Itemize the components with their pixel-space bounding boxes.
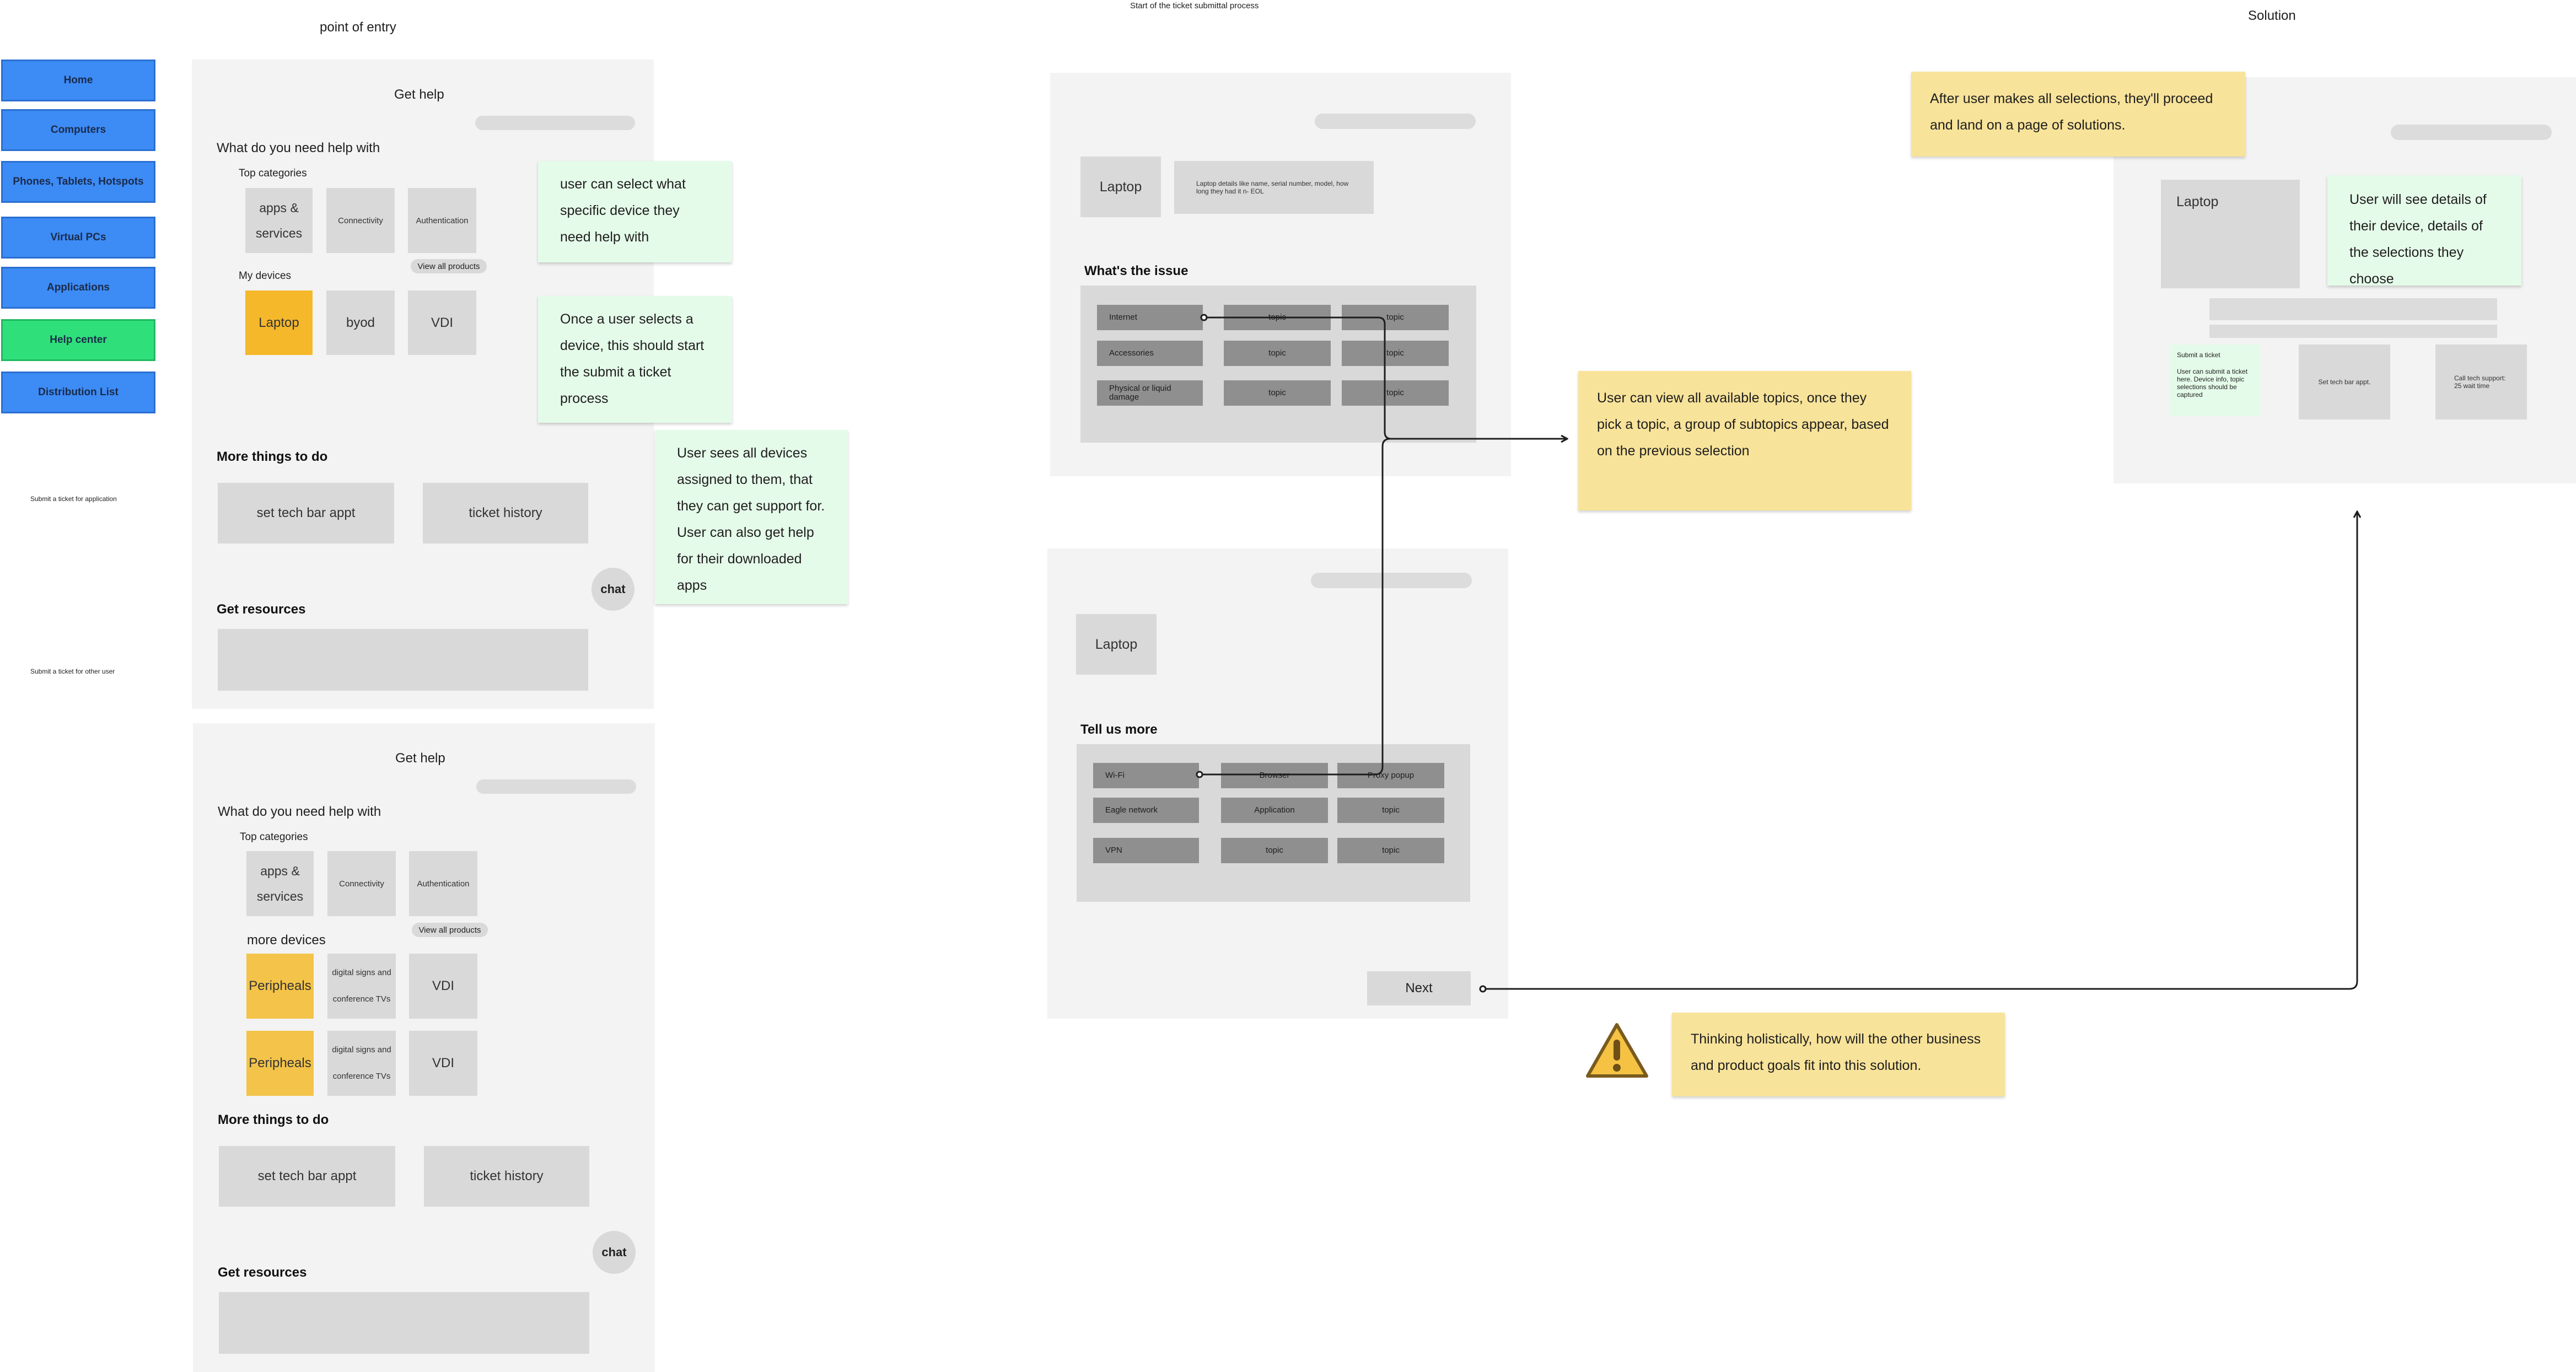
panel2-title: Get help — [395, 751, 445, 766]
panel2-chat-button[interactable]: chat — [593, 1231, 636, 1274]
issue-device-details: Laptop details like name, serial number,… — [1174, 161, 1374, 214]
tell-topic-eagle[interactable]: Eagle network — [1093, 798, 1199, 823]
solution-submit-ticket-card[interactable]: Submit a ticket User can submit a ticket… — [2169, 345, 2260, 416]
warning-icon — [1585, 1021, 1649, 1079]
note-after-selections: After user makes all selections, they'll… — [1911, 72, 2245, 157]
solution-search-bar[interactable] — [2391, 125, 2552, 140]
issue-topic-accessories[interactable]: Accessories — [1097, 341, 1203, 366]
panel1-question: What do you need help with — [217, 141, 380, 155]
tell-topic[interactable]: topic — [1337, 798, 1444, 823]
issue-topic[interactable]: topic — [1224, 341, 1331, 366]
panel1-device-laptop[interactable]: Laptop — [245, 290, 313, 355]
note-see-details: User will see details of their device, d… — [2327, 175, 2521, 287]
issue-topic[interactable]: topic — [1342, 305, 1449, 330]
tell-topic-browser[interactable]: Browser — [1221, 763, 1328, 788]
tell-topic-vpn[interactable]: VPN — [1093, 838, 1199, 863]
issue-topic-damage[interactable]: Physical or liquid damage — [1097, 380, 1203, 406]
tell-topic-proxy[interactable]: Proxy popup — [1337, 763, 1444, 788]
panel2-category-connectivity[interactable]: Connectivity — [327, 851, 396, 916]
issue-heading: What's the issue — [1084, 263, 1188, 278]
panel1-category-authentication[interactable]: Authentication — [408, 188, 476, 253]
tell-topic[interactable]: topic — [1337, 838, 1444, 863]
nav-distribution-list[interactable]: Distribution List — [1, 372, 155, 413]
solution-call-card[interactable]: Call tech support: 25 wait time — [2435, 345, 2527, 419]
panel1-device-byod[interactable]: byod — [326, 290, 395, 355]
side-note-app-ticket: Submit a ticket for application — [30, 495, 117, 503]
panel1-category-connectivity[interactable]: Connectivity — [326, 188, 395, 253]
panel2-device-signs-1[interactable]: digital signs and conference TVs — [327, 954, 396, 1019]
panel1-get-resources: Get resources — [217, 602, 306, 617]
panel2-ticket-history-button[interactable]: ticket history — [424, 1146, 589, 1207]
issue-search-bar[interactable] — [1315, 114, 1476, 129]
panel2-search-bar[interactable] — [476, 779, 636, 794]
panel1-resources-box[interactable] — [218, 629, 588, 691]
nav-help-center[interactable]: Help center — [1, 319, 155, 361]
panel2-question: What do you need help with — [218, 804, 381, 819]
panel2-tech-bar-button[interactable]: set tech bar appt — [219, 1146, 395, 1207]
panel1-category-apps[interactable]: apps & services — [245, 188, 313, 253]
side-note-other-user: Submit a ticket for other user — [30, 668, 115, 675]
solution-submit-body: User can submit a ticket here. Device in… — [2177, 368, 2248, 399]
note-select-device: user can select what specific device the… — [538, 161, 732, 262]
nav-applications[interactable]: Applications — [1, 267, 155, 309]
solution-submit-title: Submit a ticket — [2177, 351, 2220, 359]
tell-topic[interactable]: topic — [1221, 838, 1328, 863]
next-button[interactable]: Next — [1367, 971, 1471, 1005]
panel2-device-peripheals-2[interactable]: Peripheals — [246, 1031, 314, 1096]
panel1-device-vdi[interactable]: VDI — [408, 290, 476, 355]
issue-topic[interactable]: topic — [1224, 305, 1331, 330]
heading-start-ticket: Start of the ticket submittal process — [1130, 1, 1259, 10]
panel1-top-categories: Top categories — [239, 168, 307, 179]
panel2-device-signs-2[interactable]: digital signs and conference TVs — [327, 1031, 396, 1096]
panel2-more-devices: more devices — [247, 933, 326, 948]
nav-phones[interactable]: Phones, Tablets, Hotspots — [1, 161, 155, 203]
note-sees-devices: User sees all devices assigned to them, … — [655, 430, 848, 604]
solution-detail-bar — [2209, 298, 2497, 320]
nav-home[interactable]: Home — [1, 60, 155, 101]
tell-topic-wifi[interactable]: Wi-Fi — [1093, 763, 1199, 788]
issue-topic-internet[interactable]: Internet — [1097, 305, 1203, 330]
panel2-get-resources: Get resources — [218, 1265, 307, 1280]
panel2-top-categories: Top categories — [240, 831, 308, 843]
panel2-category-apps[interactable]: apps & services — [246, 851, 314, 916]
solution-device-laptop[interactable]: Laptop — [2161, 180, 2300, 288]
note-holistic: Thinking holistically, how will the othe… — [1672, 1013, 2005, 1096]
panel1-tech-bar-button[interactable]: set tech bar appt — [218, 483, 394, 544]
panel1-search-bar[interactable] — [475, 116, 635, 130]
panel1-chat-button[interactable]: chat — [591, 568, 634, 611]
panel2-device-vdi-2[interactable]: VDI — [409, 1031, 477, 1096]
panel1-title: Get help — [394, 87, 444, 102]
panel1-ticket-history-button[interactable]: ticket history — [423, 483, 588, 544]
note-start-ticket: Once a user selects a device, this shoul… — [538, 296, 732, 423]
panel1-view-all-button[interactable]: View all products — [411, 259, 487, 273]
panel2-resources-box[interactable] — [219, 1292, 589, 1354]
solution-detail-bar — [2209, 325, 2497, 338]
solution-tech-bar-card[interactable]: Set tech bar appt. — [2299, 345, 2390, 419]
tell-device-laptop[interactable]: Laptop — [1076, 614, 1157, 675]
panel2-device-peripheals-1[interactable]: Peripheals — [246, 954, 314, 1019]
panel2-more-things: More things to do — [218, 1112, 329, 1127]
heading-point-of-entry: point of entry — [320, 20, 396, 35]
heading-solution: Solution — [2248, 8, 2296, 23]
issue-topic[interactable]: topic — [1342, 380, 1449, 406]
issue-device-laptop[interactable]: Laptop — [1080, 157, 1161, 217]
nav-computers[interactable]: Computers — [1, 109, 155, 151]
panel2-device-vdi-1[interactable]: VDI — [409, 954, 477, 1019]
tell-search-bar[interactable] — [1311, 573, 1472, 588]
panel2-view-all-button[interactable]: View all products — [412, 923, 488, 937]
issue-topic[interactable]: topic — [1342, 341, 1449, 366]
issue-topic[interactable]: topic — [1224, 380, 1331, 406]
tell-heading: Tell us more — [1080, 722, 1158, 737]
note-topics: User can view all available topics, once… — [1578, 371, 1911, 510]
panel1-my-devices: My devices — [239, 270, 292, 282]
panel1-more-things: More things to do — [217, 449, 328, 464]
panel2-category-authentication[interactable]: Authentication — [409, 851, 477, 916]
nav-virtual-pcs[interactable]: Virtual PCs — [1, 217, 155, 259]
tell-topic-application[interactable]: Application — [1221, 798, 1328, 823]
